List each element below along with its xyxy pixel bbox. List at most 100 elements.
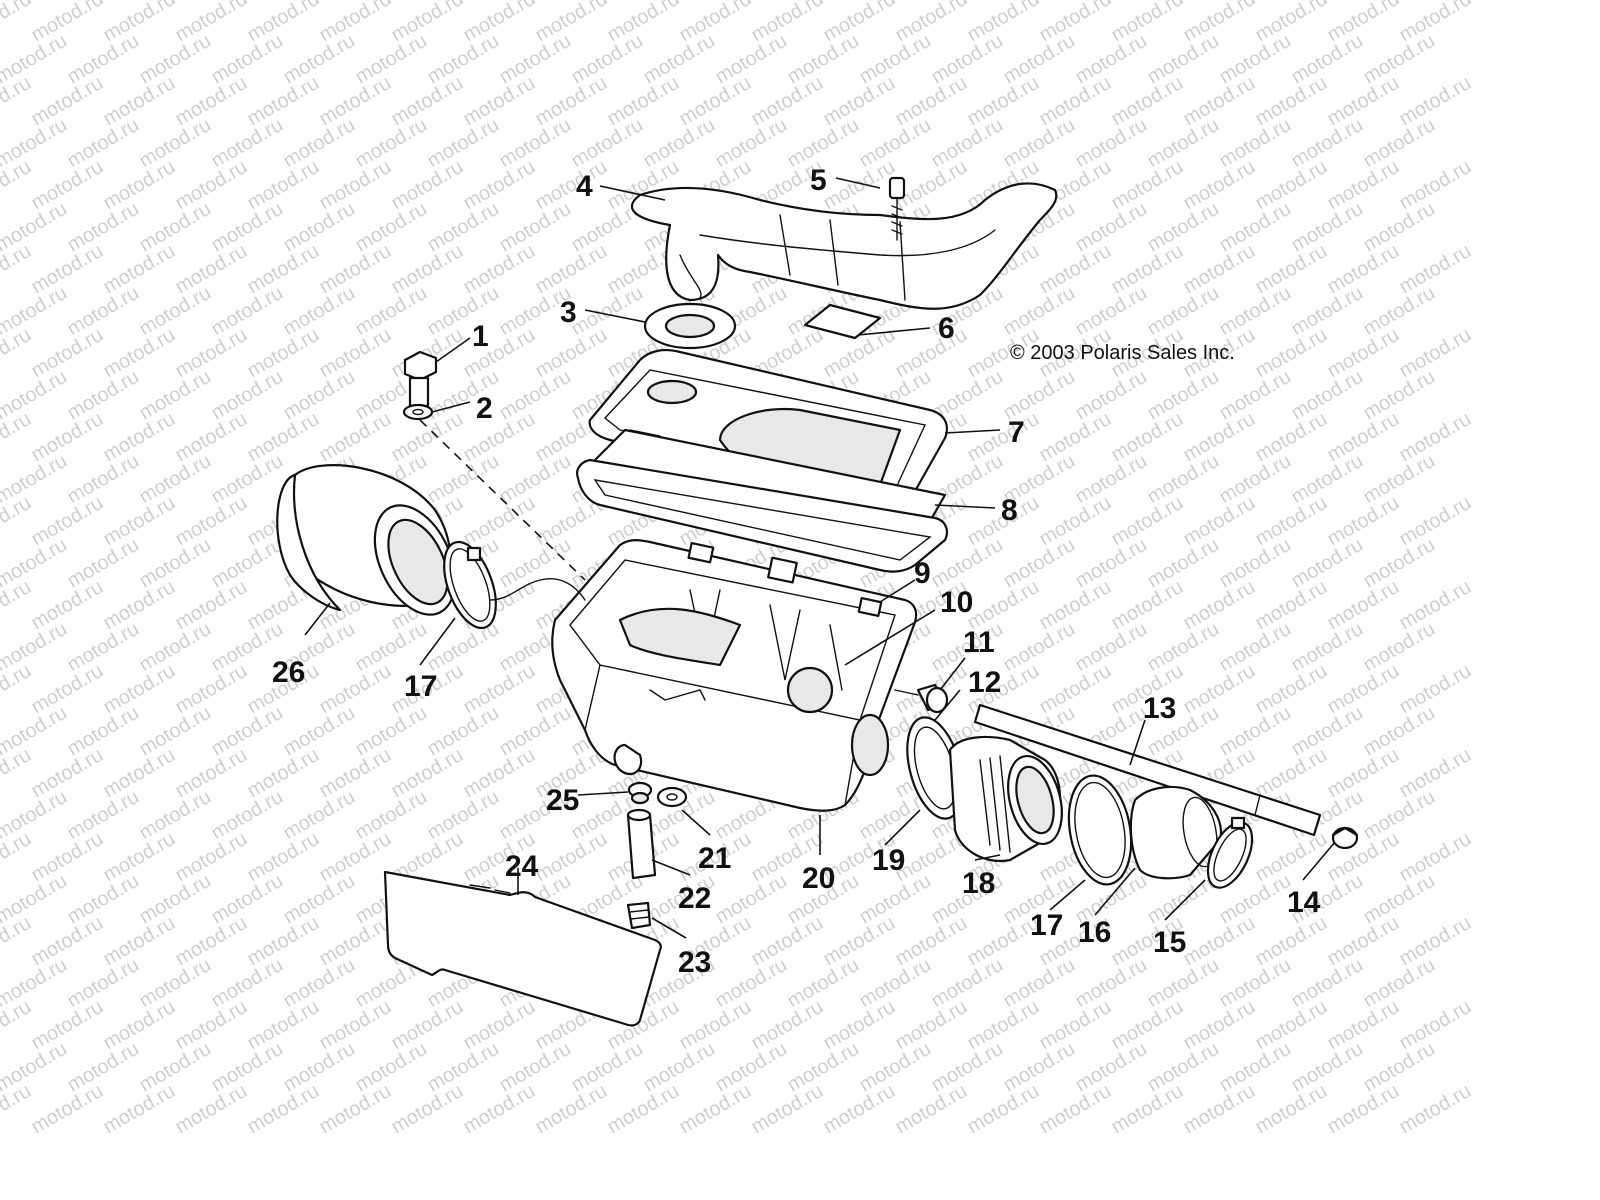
watermark-text: motod.ru xyxy=(784,30,863,89)
watermark-text: motod.ru xyxy=(892,72,971,131)
watermark-text: motod.ru xyxy=(100,72,179,131)
watermark-text: motod.ru xyxy=(1360,954,1439,1013)
watermark-text: motod.ru xyxy=(496,366,575,425)
watermark-text: motod.ru xyxy=(172,912,251,971)
watermark-text: motod.ru xyxy=(1324,324,1403,383)
watermark-text: motod.ru xyxy=(496,702,575,761)
watermark-text: motod.ru xyxy=(1396,324,1475,383)
watermark-text: motod.ru xyxy=(208,702,287,761)
callout-labels: 4 5 3 1 2 6 7 8 9 10 11 12 13 14 15 16 1… xyxy=(272,164,1321,979)
watermark-text: motod.ru xyxy=(388,996,467,1055)
watermark-text: motod.ru xyxy=(1324,576,1403,635)
watermark-text: motod.ru xyxy=(1180,156,1259,215)
watermark-text: motod.ru xyxy=(100,324,179,383)
watermark-text: motod.ru xyxy=(640,114,719,173)
watermark-text: motod.ru xyxy=(1288,30,1367,89)
watermark-text: motod.ru xyxy=(280,198,359,257)
callout-12: 12 xyxy=(968,666,1001,699)
part-6-label xyxy=(803,303,882,340)
callout-11: 11 xyxy=(963,626,995,659)
watermark-text: motod.ru xyxy=(1396,72,1475,131)
watermark-text: motod.ru xyxy=(64,786,143,845)
watermark-text: motod.ru xyxy=(1324,72,1403,131)
watermark-text: motod.ru xyxy=(712,954,791,1013)
callout-2: 2 xyxy=(476,392,493,425)
watermark-text: motod.ru xyxy=(1180,660,1259,719)
watermark-text: motod.ru xyxy=(100,660,179,719)
watermark-text: motod.ru xyxy=(1360,282,1439,341)
watermark-text: motod.ru xyxy=(712,870,791,929)
watermark-text: motod.ru xyxy=(1324,0,1403,46)
watermark-text: motod.ru xyxy=(964,72,1043,131)
watermark-text: motod.ru xyxy=(136,786,215,845)
watermark-text: motod.ru xyxy=(136,618,215,677)
watermark-text: motod.ru xyxy=(316,408,395,467)
watermark-text: motod.ru xyxy=(1036,996,1115,1055)
watermark-text: motod.ru xyxy=(100,408,179,467)
watermark-text: motod.ru xyxy=(136,1038,215,1097)
watermark-text: motod.ru xyxy=(1216,114,1295,173)
watermark-text: motod.ru xyxy=(136,534,215,593)
watermark-text: motod.ru xyxy=(1324,996,1403,1055)
watermark-text: motod.ru xyxy=(352,786,431,845)
watermark-text: motod.ru xyxy=(172,324,251,383)
watermark-text: motod.ru xyxy=(532,1080,611,1139)
watermark-text: motod.ru xyxy=(496,450,575,509)
callout-8: 8 xyxy=(1001,494,1018,527)
watermark-text: motod.ru xyxy=(424,198,503,257)
watermark-text: motod.ru xyxy=(100,996,179,1055)
callout-25: 25 xyxy=(546,784,579,817)
watermark-text: motod.ru xyxy=(172,492,251,551)
watermark-text: motod.ru xyxy=(1180,576,1259,635)
watermark-text: motod.ru xyxy=(568,114,647,173)
watermark-text: motod.ru xyxy=(1396,240,1475,299)
watermark-text: motod.ru xyxy=(1144,198,1223,257)
watermark-text: motod.ru xyxy=(1180,0,1259,46)
watermark-text: motod.ru xyxy=(424,618,503,677)
watermark-text: motod.ru xyxy=(64,30,143,89)
watermark-text: motod.ru xyxy=(244,0,323,46)
watermark-text: motod.ru xyxy=(1396,156,1475,215)
watermark-text: motod.ru xyxy=(748,912,827,971)
watermark-text: motod.ru xyxy=(1072,114,1151,173)
part-2-washer xyxy=(402,403,434,421)
callout-9: 9 xyxy=(914,557,931,590)
watermark-text: motod.ru xyxy=(1252,912,1331,971)
watermark-text: motod.ru xyxy=(1288,450,1367,509)
watermark-text: motod.ru xyxy=(712,1038,791,1097)
watermark-text: motod.ru xyxy=(172,828,251,887)
part-24-heat-shield xyxy=(383,870,662,1027)
watermark-text: motod.ru xyxy=(244,72,323,131)
watermark-text: motod.ru xyxy=(1324,492,1403,551)
watermark-text: motod.ru xyxy=(640,1038,719,1097)
watermark-text: motod.ru xyxy=(244,828,323,887)
watermark-text: motod.ru xyxy=(64,282,143,341)
watermark-text: motod.ru xyxy=(316,912,395,971)
watermark-text: motod.ru xyxy=(1396,828,1475,887)
callout-23: 23 xyxy=(678,946,711,979)
watermark-text: motod.ru xyxy=(424,786,503,845)
watermark-text: motod.ru xyxy=(1252,0,1331,46)
watermark-text: motod.ru xyxy=(388,72,467,131)
watermark-text: motod.ru xyxy=(208,366,287,425)
watermark-text: motod.ru xyxy=(280,870,359,929)
watermark-text: motod.ru xyxy=(1324,660,1403,719)
callout-21: 21 xyxy=(698,842,731,875)
watermark-text: motod.ru xyxy=(568,1038,647,1097)
part-3-grommet xyxy=(643,302,737,350)
watermark-text: motod.ru xyxy=(604,1080,683,1139)
watermark-text: motod.ru xyxy=(460,744,539,803)
watermark-text: motod.ru xyxy=(892,912,971,971)
watermark-text: motod.ru xyxy=(316,72,395,131)
watermark-text: motod.ru xyxy=(676,996,755,1055)
watermark-text: motod.ru xyxy=(1216,366,1295,425)
watermark-text: motod.ru xyxy=(1072,282,1151,341)
watermark-text: motod.ru xyxy=(820,156,899,215)
watermark-text: motod.ru xyxy=(28,240,107,299)
watermark-text: motod.ru xyxy=(136,114,215,173)
watermark-text: motod.ru xyxy=(352,198,431,257)
watermark-text: motod.ru xyxy=(964,996,1043,1055)
watermark-text: motod.ru xyxy=(280,702,359,761)
watermark-text: motod.ru xyxy=(244,324,323,383)
